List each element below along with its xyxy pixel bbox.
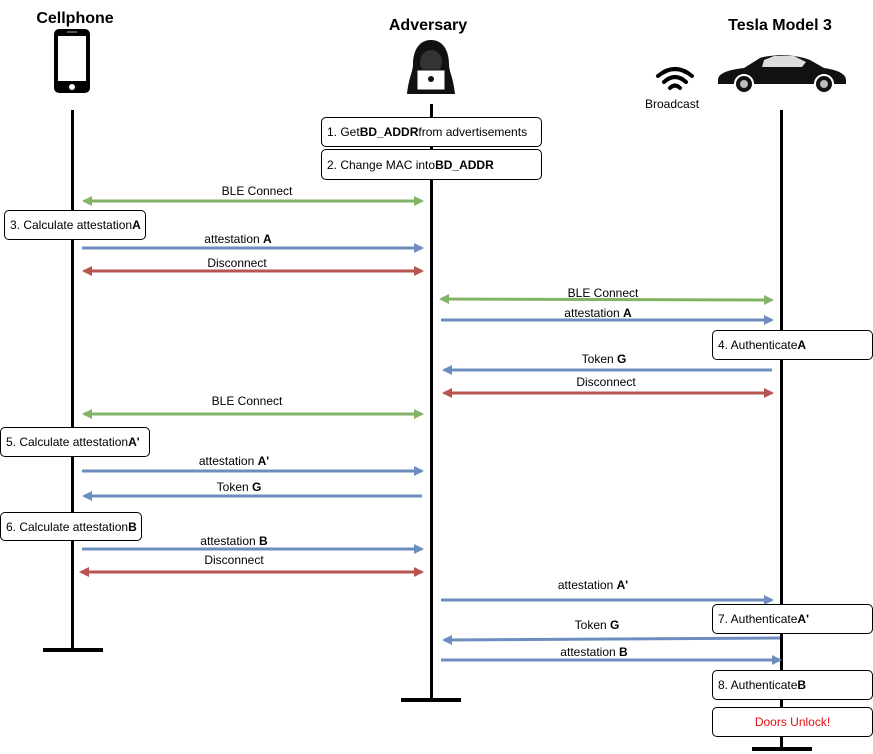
tesla-title: Tesla Model 3	[728, 17, 832, 34]
tesla-baseline	[752, 747, 812, 751]
ble-connect-label-3: BLE Connect	[211, 394, 283, 408]
attestation-b-label-1: attestation B	[200, 534, 268, 548]
attestation-a-label-1: attestation A	[204, 232, 272, 246]
disconnect-label-3: Disconnect	[204, 553, 264, 567]
step-6-box: 6. Calculate attestation B	[0, 512, 142, 541]
cellphone-title: Cellphone	[36, 10, 114, 27]
wifi-icon	[656, 67, 694, 90]
step-3-box: 3. Calculate attestation A	[4, 210, 146, 240]
token-g-label-1: Token G	[581, 352, 627, 366]
token-g-label-3: Token G	[574, 618, 620, 632]
cellphone-lifeline	[71, 110, 74, 648]
cellphone-icon	[54, 29, 90, 93]
attestation-a-prime-label-2: attestation A'	[557, 578, 629, 592]
broadcast-label: Broadcast	[645, 97, 700, 111]
step-2-box: 2. Change MAC into BD_ADDR	[321, 149, 542, 180]
ble-connect-label-2: BLE Connect	[567, 286, 639, 300]
tesla-lifeline	[780, 110, 783, 748]
disconnect-label-1: Disconnect	[207, 256, 267, 270]
ble-connect-arrow-2	[439, 294, 774, 305]
attestation-a-label-2: attestation A	[564, 306, 632, 320]
doors-unlock-box: Doors Unlock!	[712, 707, 873, 737]
ble-connect-label-1: BLE Connect	[221, 184, 293, 198]
step-8-box: 8. Authenticate B	[712, 670, 873, 700]
attestation-a-prime-label-1: attestation A'	[198, 454, 270, 468]
attestation-b-label-2: attestation B	[560, 645, 628, 659]
car-icon	[718, 55, 846, 94]
step-1-box: 1. Get BD_ADDR from advertisements	[321, 117, 542, 147]
cellphone-baseline	[43, 648, 103, 652]
adversary-baseline	[401, 698, 461, 702]
step-7-box: 7. Authenticate A'	[712, 604, 873, 634]
hacker-icon	[407, 40, 455, 94]
adversary-lifeline	[430, 104, 433, 700]
token-g-label-2: Token G	[216, 480, 262, 494]
step-5-box: 5. Calculate attestation A'	[0, 427, 150, 457]
disconnect-label-2: Disconnect	[576, 375, 636, 389]
step-4-box: 4. Authenticate A	[712, 330, 873, 360]
token-g-arrow-3	[442, 634, 781, 645]
adversary-title: Adversary	[388, 17, 468, 34]
